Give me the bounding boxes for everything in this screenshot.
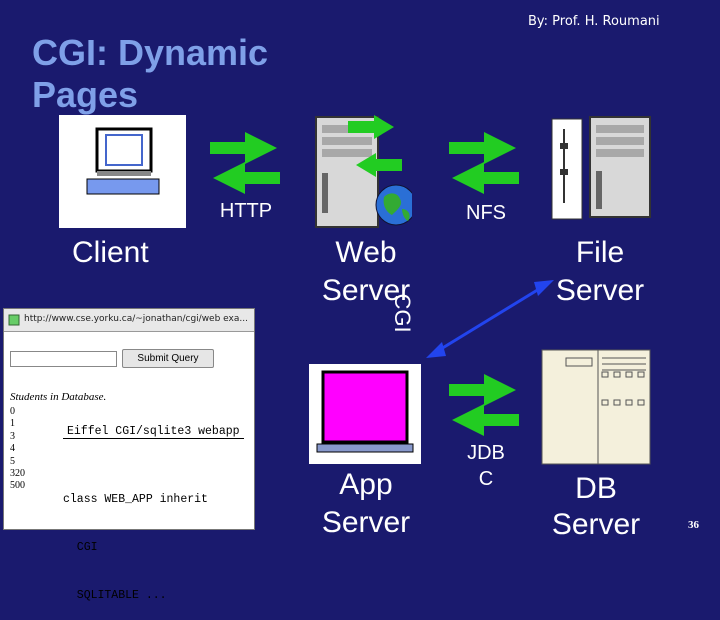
student-id: 3 xyxy=(10,430,15,442)
slide-title: CGI: Dynamic Pages xyxy=(32,32,269,115)
client-computer-icon xyxy=(59,115,186,228)
web-server-label-line1: Web xyxy=(335,236,397,269)
jdbc-label-line1: JDB xyxy=(467,442,505,464)
student-id: 0 xyxy=(10,406,15,417)
author-credit: By: Prof. H. Roumani xyxy=(528,14,660,29)
nfs-diagonal-arrow-icon xyxy=(426,280,554,358)
web-server-label-line2: Server xyxy=(321,274,411,307)
student-id: 5 xyxy=(10,455,15,467)
db-server-label-line1: DB xyxy=(575,472,617,505)
db-server-icon xyxy=(541,349,651,465)
class-line: class WEB_APP inherit xyxy=(63,493,208,506)
url-text: http://www.cse.yorku.ca/~jonathan/cgi/we… xyxy=(24,314,248,324)
file-server-label-line2: Server xyxy=(555,274,645,307)
file-server-icon xyxy=(551,116,651,220)
http-arrows-icon xyxy=(210,132,280,194)
nfs-arrows-icon xyxy=(449,132,519,194)
client-label: Client xyxy=(72,236,149,269)
http-label: HTTP xyxy=(219,200,273,222)
jdbc-arrows-icon xyxy=(449,374,519,436)
page-icon xyxy=(8,314,20,326)
class-declaration: class WEB_APP inherit CGI SQLITABLE ... xyxy=(63,460,208,620)
file-server-label-line1: File xyxy=(575,236,625,269)
eiffel-caption: Eiffel CGI/sqlite3 webapp xyxy=(63,425,244,439)
student-id: 500 xyxy=(10,480,25,492)
student-id-list: 0 1 3 4 5 320 500 xyxy=(10,406,25,493)
students-heading: Students in Database. xyxy=(10,391,107,403)
browser-screenshot: http://www.cse.yorku.ca/~jonathan/cgi/we… xyxy=(3,308,255,530)
class-line: SQLITABLE ... xyxy=(63,589,167,602)
app-server-label-line1: App xyxy=(339,468,393,501)
student-id: 1 xyxy=(10,418,15,430)
query-input[interactable] xyxy=(10,351,117,367)
page-number: 36 xyxy=(688,519,699,531)
student-id: 320 xyxy=(10,468,25,480)
address-bar: http://www.cse.yorku.ca/~jonathan/cgi/we… xyxy=(4,309,254,332)
submit-query-button[interactable]: Submit Query xyxy=(122,349,214,368)
db-server-label-line2: Server xyxy=(551,508,641,541)
jdbc-label-line2: C xyxy=(478,468,494,490)
app-server-label-line2: Server xyxy=(321,506,411,539)
nfs-label: NFS xyxy=(466,202,506,224)
student-id: 4 xyxy=(10,443,15,455)
web-server-icon xyxy=(315,115,412,228)
cgi-label: CGI xyxy=(390,293,415,333)
class-line: CGI xyxy=(63,541,98,554)
app-server-computer-icon xyxy=(309,364,421,464)
